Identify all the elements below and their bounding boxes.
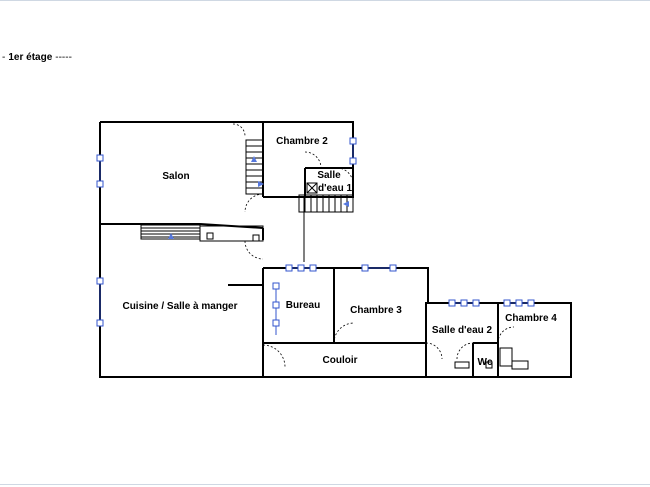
stair-arrow-up-icon <box>168 233 174 239</box>
window-marker <box>297 264 305 272</box>
bottom-border <box>0 484 650 485</box>
door-salle-eau2 <box>425 342 443 360</box>
window-marker <box>309 264 317 272</box>
window-marker <box>448 299 456 307</box>
floor-header: -1er étage----- <box>2 52 72 63</box>
floor-suffix: ----- <box>55 52 72 63</box>
window-marker <box>460 299 468 307</box>
staircase-lower <box>140 224 201 240</box>
room-label-salle-eau-1-line1: Salle <box>317 170 341 181</box>
window-marker <box>503 299 511 307</box>
door-chambre4 <box>497 326 515 344</box>
window-marker <box>96 180 104 188</box>
stair-arrow-left-icon <box>343 201 349 207</box>
window-marker <box>96 277 104 285</box>
window-marker <box>527 299 535 307</box>
room-labels: Salon Chambre 2 Salle d'eau 1 Cuisine / … <box>122 136 557 368</box>
room-label-salle-eau-1-line2: d'eau 1 <box>318 183 352 194</box>
door-wc <box>456 342 474 360</box>
window-marker <box>349 157 357 165</box>
floor-name: 1er étage <box>8 52 53 63</box>
staircase-middle <box>298 194 354 213</box>
window-marker <box>272 319 280 327</box>
room-label-bureau: Bureau <box>286 300 320 311</box>
room-label-chambre-2: Chambre 2 <box>276 136 328 147</box>
stair-arrow-right-icon <box>258 181 264 187</box>
window-marker <box>515 299 523 307</box>
room-label-salle-eau-2: Salle d'eau 2 <box>432 325 493 336</box>
window-marker <box>96 319 104 327</box>
floor-prefix: - <box>2 52 6 63</box>
top-border <box>0 0 650 1</box>
room-label-salon: Salon <box>162 171 189 182</box>
window-marker <box>272 282 280 290</box>
room-label-wc: Wc <box>478 357 493 368</box>
window-marker <box>96 154 104 162</box>
shower-fixture <box>306 182 318 194</box>
room-label-chambre-3: Chambre 3 <box>350 305 402 316</box>
sanitary-fixtures <box>454 347 529 370</box>
room-label-chambre-4: Chambre 4 <box>505 313 557 324</box>
stair-arrow-up-icon <box>251 156 257 162</box>
doors <box>232 123 515 368</box>
window-marker <box>285 264 293 272</box>
door-bureau <box>262 344 286 368</box>
door-salle-eau1 <box>336 167 354 185</box>
door-cuisine <box>244 240 264 260</box>
window-marker <box>349 137 357 145</box>
window-marker <box>361 264 369 272</box>
window-marker <box>272 301 280 309</box>
landing <box>199 225 264 242</box>
door-chambre2 <box>304 151 322 169</box>
outer-walls <box>99 121 572 378</box>
room-label-couloir: Couloir <box>323 355 358 366</box>
room-label-cuisine: Cuisine / Salle à manger <box>122 301 237 312</box>
door-salon-top <box>232 123 246 137</box>
door-salon-stairs <box>244 193 264 213</box>
windows <box>96 137 535 335</box>
window-marker <box>472 299 480 307</box>
window-marker <box>389 264 397 272</box>
door-chambre3 <box>333 322 355 344</box>
staircase-upper <box>245 139 264 195</box>
